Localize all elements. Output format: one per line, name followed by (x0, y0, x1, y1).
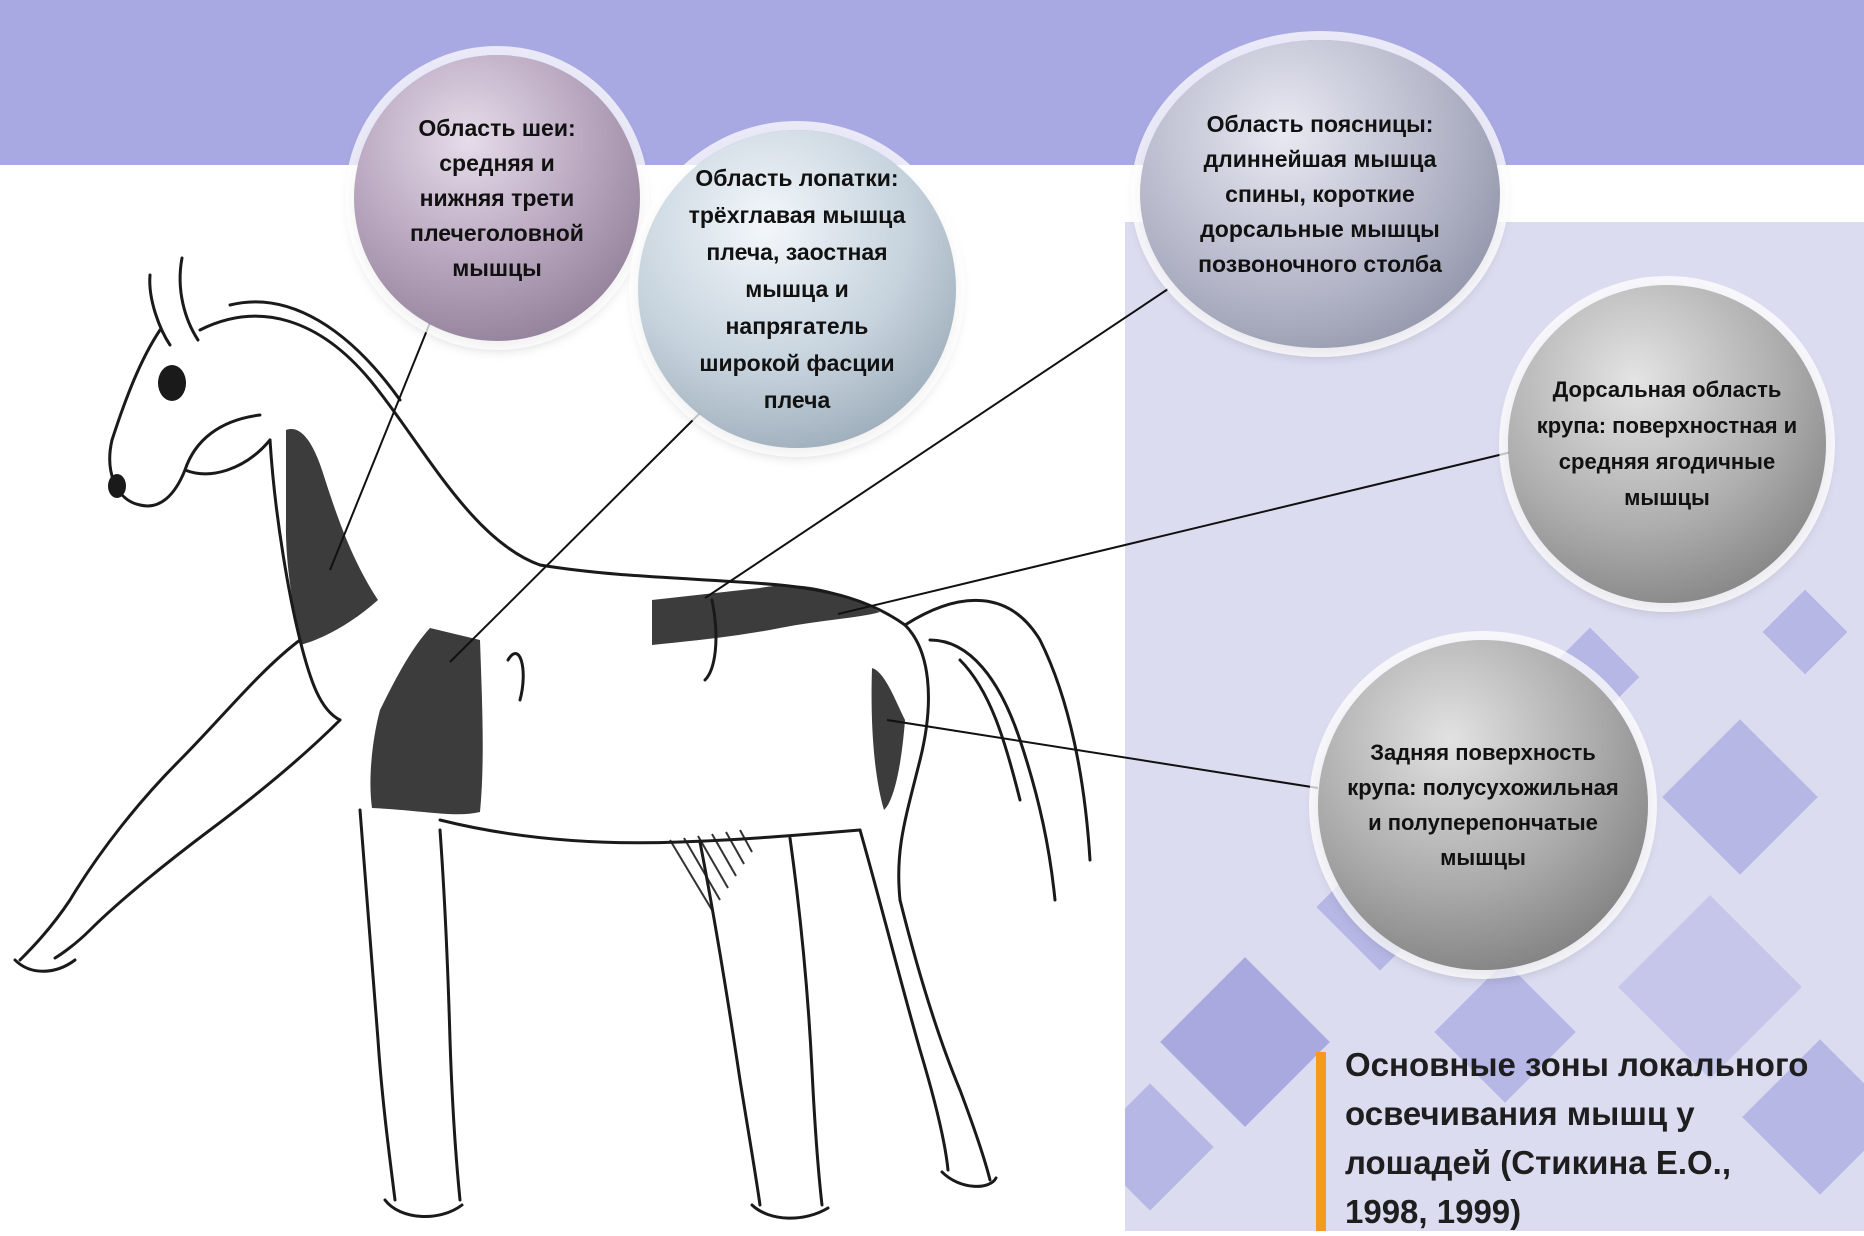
label-loin-text: Область поясницы: длиннейшая мышца спины… (1198, 107, 1442, 282)
label-bubble-loin: Область поясницы: длиннейшая мышца спины… (1140, 40, 1500, 348)
horse-outline (15, 258, 1090, 1218)
label-shoulder-text: Область лопатки: трёхглавая мышца плеча,… (689, 160, 906, 419)
label-rear-text: Задняя поверхность крупа: полусухожильна… (1347, 735, 1618, 875)
label-bubble-neck: Область шеи: средняя и нижняя трети плеч… (354, 55, 640, 341)
muscle-zone-loin (652, 585, 880, 645)
label-bubble-croup: Дорсальная область крупа: поверхностная … (1508, 285, 1826, 603)
muscle-zone-shoulder (370, 628, 482, 814)
muscle-zone-rear (872, 668, 905, 810)
caption-accent-bar (1316, 1052, 1326, 1231)
horse-nostril (108, 474, 126, 498)
label-bubble-rear: Задняя поверхность крупа: полусухожильна… (1318, 640, 1648, 970)
label-neck-text: Область шеи: средняя и нижняя трети плеч… (410, 111, 584, 286)
horse-eye (158, 365, 186, 401)
label-croup-text: Дорсальная область крупа: поверхностная … (1537, 372, 1797, 516)
label-bubble-shoulder: Область лопатки: трёхглавая мышца плеча,… (638, 130, 956, 448)
muscle-zone-neck (286, 429, 378, 645)
figure-caption: Основные зоны локального освечивания мыш… (1345, 1040, 1864, 1236)
